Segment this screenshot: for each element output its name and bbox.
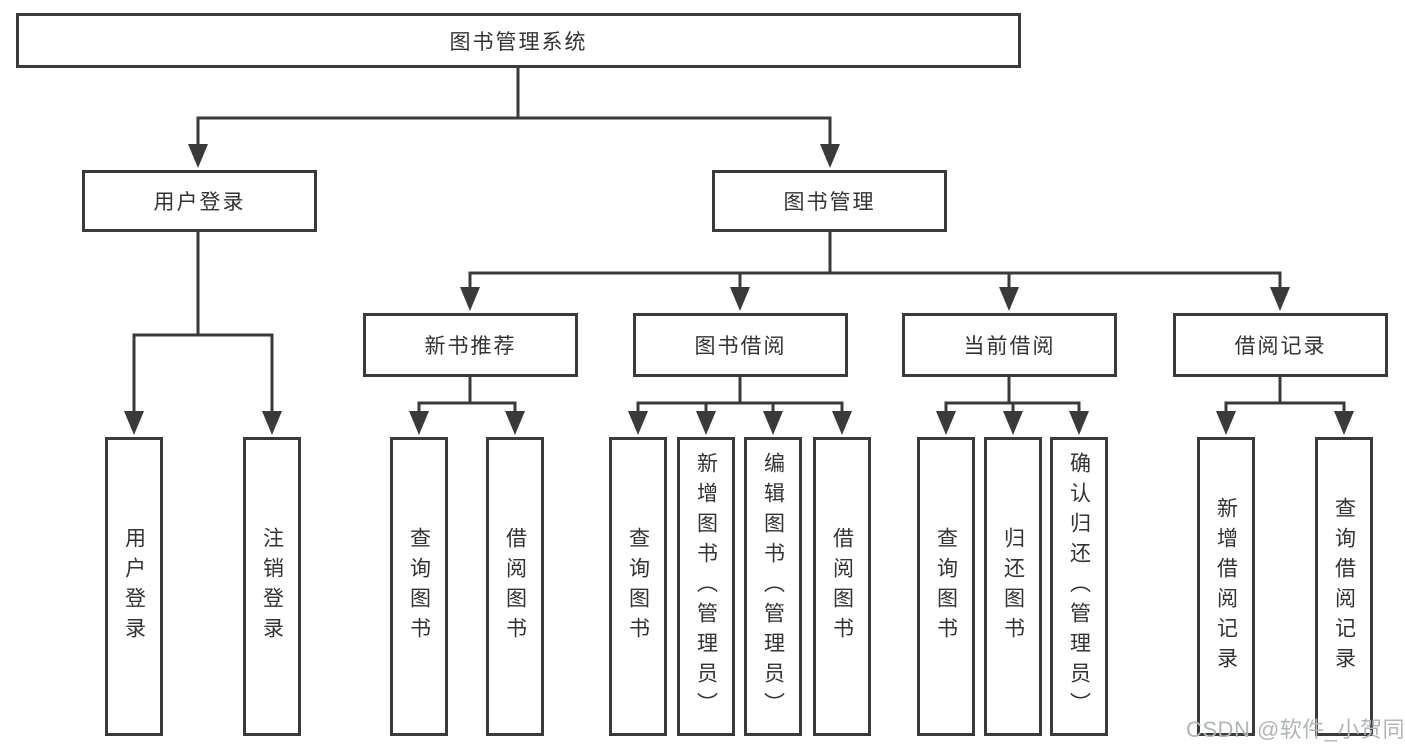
leaf-query-books-1: 查询图书 (390, 437, 448, 736)
leaf-borrow-books-1: 借阅图书 (486, 437, 544, 736)
node-user-login: 用户登录 (82, 170, 317, 232)
leaf-query-borrow-record: 查询借阅记录 (1315, 437, 1373, 736)
node-new-book-rec-label: 新书推荐 (424, 335, 517, 358)
leaf-add-book-admin: 新增图书（管理员） (677, 437, 735, 736)
node-book-borrow: 图书借阅 (633, 313, 848, 377)
node-borrow-records: 借阅记录 (1173, 313, 1388, 377)
node-new-book-rec: 新书推荐 (363, 313, 578, 377)
node-book-borrow-label: 图书借阅 (694, 335, 787, 358)
leaf-return-book: 归还图书 (984, 437, 1042, 736)
node-book-mgmt: 图书管理 (712, 170, 947, 232)
node-root-label: 图书管理系统 (449, 30, 588, 54)
leaf-edit-book-admin: 编辑图书（管理员） (744, 437, 802, 736)
leaf-add-borrow-record: 新增借阅记录 (1197, 437, 1255, 736)
node-current-borrow-label: 当前借阅 (963, 335, 1056, 358)
leaf-query-books-3: 查询图书 (917, 437, 975, 736)
leaf-user-login: 用户登录 (105, 437, 163, 736)
leaf-confirm-return-admin: 确认归还（管理员） (1050, 437, 1108, 736)
node-book-mgmt-label: 图书管理 (783, 191, 876, 214)
node-borrow-records-label: 借阅记录 (1234, 335, 1327, 358)
node-user-login-label: 用户登录 (153, 191, 246, 214)
node-current-borrow: 当前借阅 (902, 313, 1117, 377)
leaf-borrow-books-2: 借阅图书 (813, 437, 871, 736)
node-root: 图书管理系统 (16, 13, 1021, 68)
leaf-logout: 注销登录 (243, 437, 301, 736)
watermark-text: CSDN @软件_小贺同学 (1186, 717, 1405, 742)
leaf-query-books-2: 查询图书 (609, 437, 667, 736)
